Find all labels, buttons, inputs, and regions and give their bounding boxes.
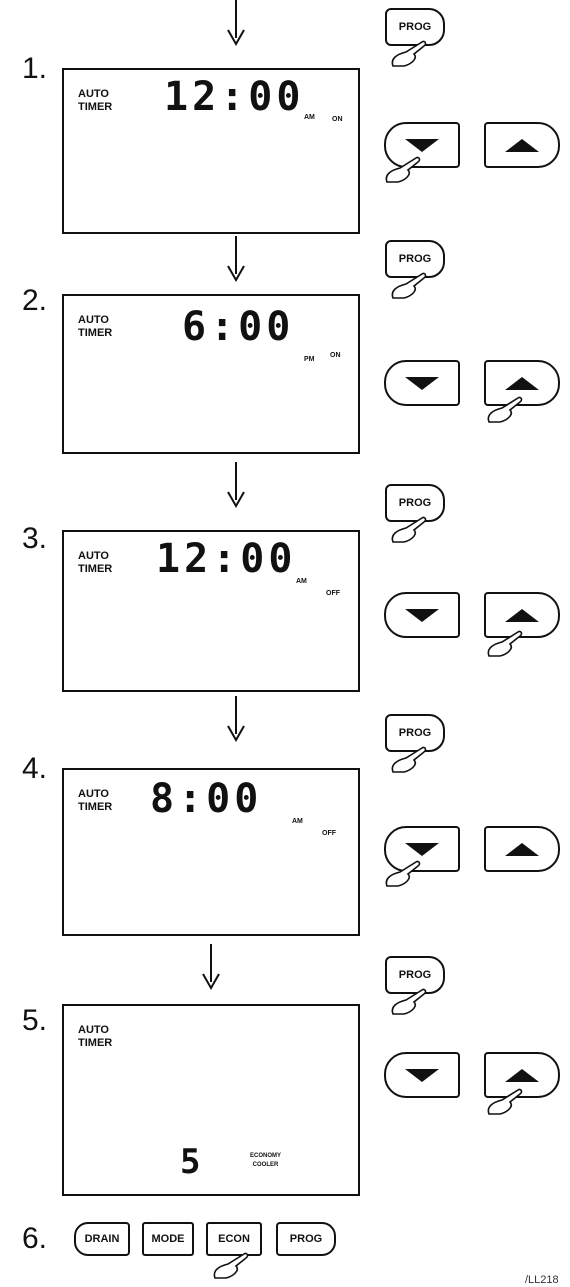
prog-button[interactable]: PROG	[385, 8, 445, 46]
time-display: 6:00	[182, 304, 295, 350]
up-triangle-icon	[505, 376, 539, 390]
on-off-indicator: ON	[332, 116, 343, 123]
down-arrow-icon	[227, 0, 245, 46]
down-button[interactable]	[384, 1052, 460, 1098]
down-button[interactable]	[384, 122, 460, 168]
time-display: 12:00	[156, 536, 297, 582]
pointing-hand-icon	[391, 516, 427, 543]
up-triangle-icon	[505, 1068, 539, 1082]
on-off-indicator: OFF	[326, 590, 340, 597]
pointing-hand-icon	[391, 272, 427, 299]
pointing-hand-icon	[213, 1252, 249, 1279]
step-number: 2.	[22, 284, 48, 317]
up-button[interactable]	[484, 1052, 560, 1098]
step-number: 3.	[22, 522, 48, 555]
mode-label: AUTO TIMER	[78, 314, 113, 339]
mode-label: AUTO TIMER	[78, 550, 113, 575]
up-triangle-icon	[505, 842, 539, 856]
mode-label: AUTO TIMER	[78, 788, 113, 813]
down-arrow-icon	[227, 236, 245, 282]
down-triangle-icon	[405, 842, 439, 856]
step-number: 4.	[22, 752, 48, 785]
down-triangle-icon	[405, 608, 439, 622]
pointing-hand-icon	[385, 860, 421, 887]
on-off-indicator: ON	[330, 352, 341, 359]
up-button[interactable]	[484, 826, 560, 872]
up-triangle-icon	[505, 608, 539, 622]
prog-button[interactable]: PROG	[385, 484, 445, 522]
pointing-hand-icon	[487, 396, 523, 423]
mode-label: AUTO TIMER	[78, 1024, 113, 1049]
prog-button[interactable]: PROG	[276, 1222, 336, 1256]
pointing-hand-icon	[391, 746, 427, 773]
economy-level-display: 5	[180, 1142, 205, 1182]
ampm-indicator: PM	[304, 356, 315, 363]
time-display: 12:00	[164, 74, 305, 120]
ampm-indicator: AM	[292, 818, 303, 825]
economy-cooler-label: ECONOMY COOLER	[250, 1153, 282, 1168]
down-arrow-icon	[227, 462, 245, 508]
down-button[interactable]	[384, 592, 460, 638]
up-button[interactable]	[484, 592, 560, 638]
pointing-hand-icon	[487, 630, 523, 657]
lcd-screen-step-3: AUTO TIMER 12:00 AM OFF	[62, 530, 360, 692]
step-number: 5.	[22, 1004, 48, 1037]
on-off-indicator: OFF	[322, 830, 336, 837]
pointing-hand-icon	[487, 1088, 523, 1115]
down-triangle-icon	[405, 376, 439, 390]
ampm-indicator: AM	[304, 114, 315, 121]
mode-button[interactable]: MODE	[142, 1222, 194, 1256]
ampm-indicator: AM	[296, 578, 307, 585]
lcd-screen-step-2: AUTO TIMER 6:00 PM ON	[62, 294, 360, 454]
down-triangle-icon	[405, 138, 439, 152]
down-button[interactable]	[384, 360, 460, 406]
down-button[interactable]	[384, 826, 460, 872]
pointing-hand-icon	[391, 988, 427, 1015]
pointing-hand-icon	[391, 40, 427, 67]
figure-code: /LL218	[525, 1274, 559, 1286]
time-display: 8:00	[150, 776, 263, 822]
prog-button[interactable]: PROG	[385, 240, 445, 278]
down-triangle-icon	[405, 1068, 439, 1082]
step-number: 6.	[22, 1222, 48, 1255]
up-triangle-icon	[505, 138, 539, 152]
pointing-hand-icon	[385, 156, 421, 183]
prog-button[interactable]: PROG	[385, 714, 445, 752]
down-arrow-icon	[227, 696, 245, 742]
lcd-screen-step-5: AUTO TIMER 5 ECONOMY COOLER	[62, 1004, 360, 1196]
lcd-screen-step-1: AUTO TIMER 12:00 AM ON	[62, 68, 360, 234]
step-number: 1.	[22, 52, 48, 85]
econ-button[interactable]: ECON	[206, 1222, 262, 1256]
up-button[interactable]	[484, 122, 560, 168]
mode-label: AUTO TIMER	[78, 88, 113, 113]
prog-button[interactable]: PROG	[385, 956, 445, 994]
drain-button[interactable]: DRAIN	[74, 1222, 130, 1256]
lcd-screen-step-4: AUTO TIMER 8:00 AM OFF	[62, 768, 360, 936]
down-arrow-icon	[202, 944, 220, 990]
